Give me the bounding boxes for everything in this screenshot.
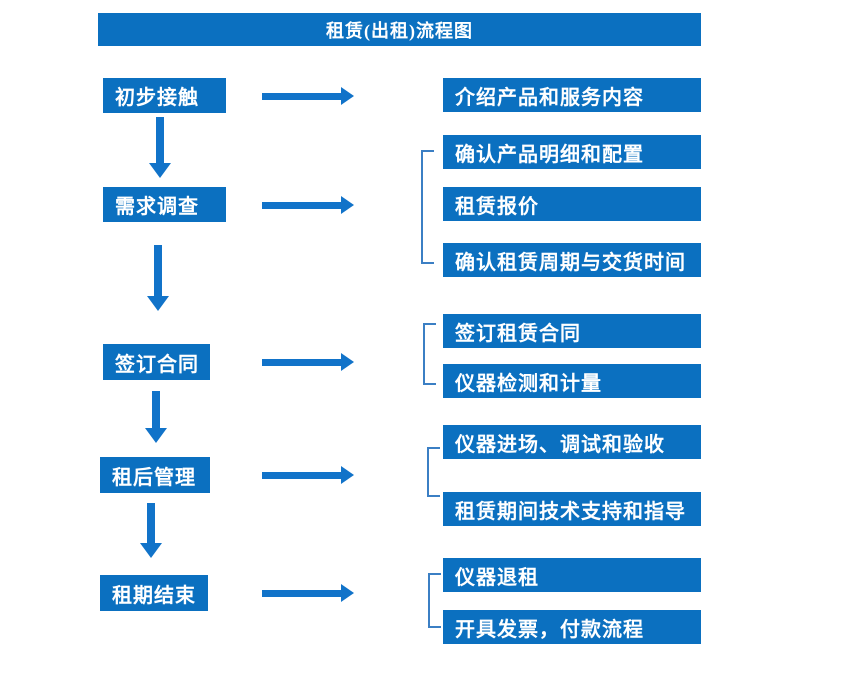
arrow-right-stage1 [262,87,354,105]
arrow-down-stage4-to-stage5 [140,503,162,558]
arrow-shaft [156,117,164,163]
arrow-shaft [262,358,341,366]
output-box-instrument-setup-acceptance: 仪器进场、调试和验收 [443,425,701,459]
arrow-head-icon [145,428,167,443]
arrow-down-stage3-to-stage4 [145,391,167,443]
arrow-right-stage3 [262,353,354,371]
arrow-shaft [147,503,155,543]
arrow-shaft [152,391,160,428]
stage-box-lease-end: 租期结束 [100,575,208,611]
output-box-confirm-product-details-config: 确认产品明细和配置 [443,135,701,169]
arrow-head-icon [341,466,354,484]
arrow-down-stage2-to-stage3 [147,245,169,311]
bracket-stage3-outputs [423,323,436,385]
flowchart-title-bar: 租赁(出租)流程图 [98,13,701,46]
arrow-shaft [154,245,162,296]
arrow-shaft [262,201,341,209]
arrow-head-icon [341,584,354,602]
stage-box-post-rental-management: 租后管理 [100,457,210,493]
output-box-technical-support-guidance: 租赁期间技术支持和指导 [443,492,701,526]
arrow-head-icon [147,296,169,311]
arrow-down-stage1-to-stage2 [149,117,171,178]
output-box-instrument-inspection-calibration: 仪器检测和计量 [443,364,701,398]
output-box-confirm-rental-period-delivery: 确认租赁周期与交货时间 [443,243,701,277]
arrow-head-icon [140,543,162,558]
arrow-shaft [262,471,341,479]
output-box-introduce-products-services: 介绍产品和服务内容 [443,78,701,112]
arrow-right-stage2 [262,196,354,214]
arrow-head-icon [341,196,354,214]
output-box-instrument-return: 仪器退租 [443,558,701,592]
stage-box-sign-contract: 签订合同 [103,344,210,380]
stage-box-demand-survey: 需求调查 [103,187,226,222]
arrow-head-icon [341,353,354,371]
flowchart-title: 租赁(出租)流程图 [326,20,473,41]
arrow-head-icon [149,163,171,178]
bracket-stage2-outputs [421,150,434,264]
bracket-stage4-outputs [427,447,440,497]
output-box-invoice-payment-process: 开具发票，付款流程 [443,610,701,644]
arrow-right-stage4 [262,466,354,484]
arrow-shaft [262,589,341,597]
bracket-stage5-outputs [428,573,441,628]
output-box-rental-quotation: 租赁报价 [443,187,701,221]
output-box-sign-rental-contract: 签订租赁合同 [443,314,701,348]
arrow-right-stage5 [262,584,354,602]
arrow-shaft [262,92,341,100]
arrow-head-icon [341,87,354,105]
stage-box-initial-contact: 初步接触 [103,78,226,113]
